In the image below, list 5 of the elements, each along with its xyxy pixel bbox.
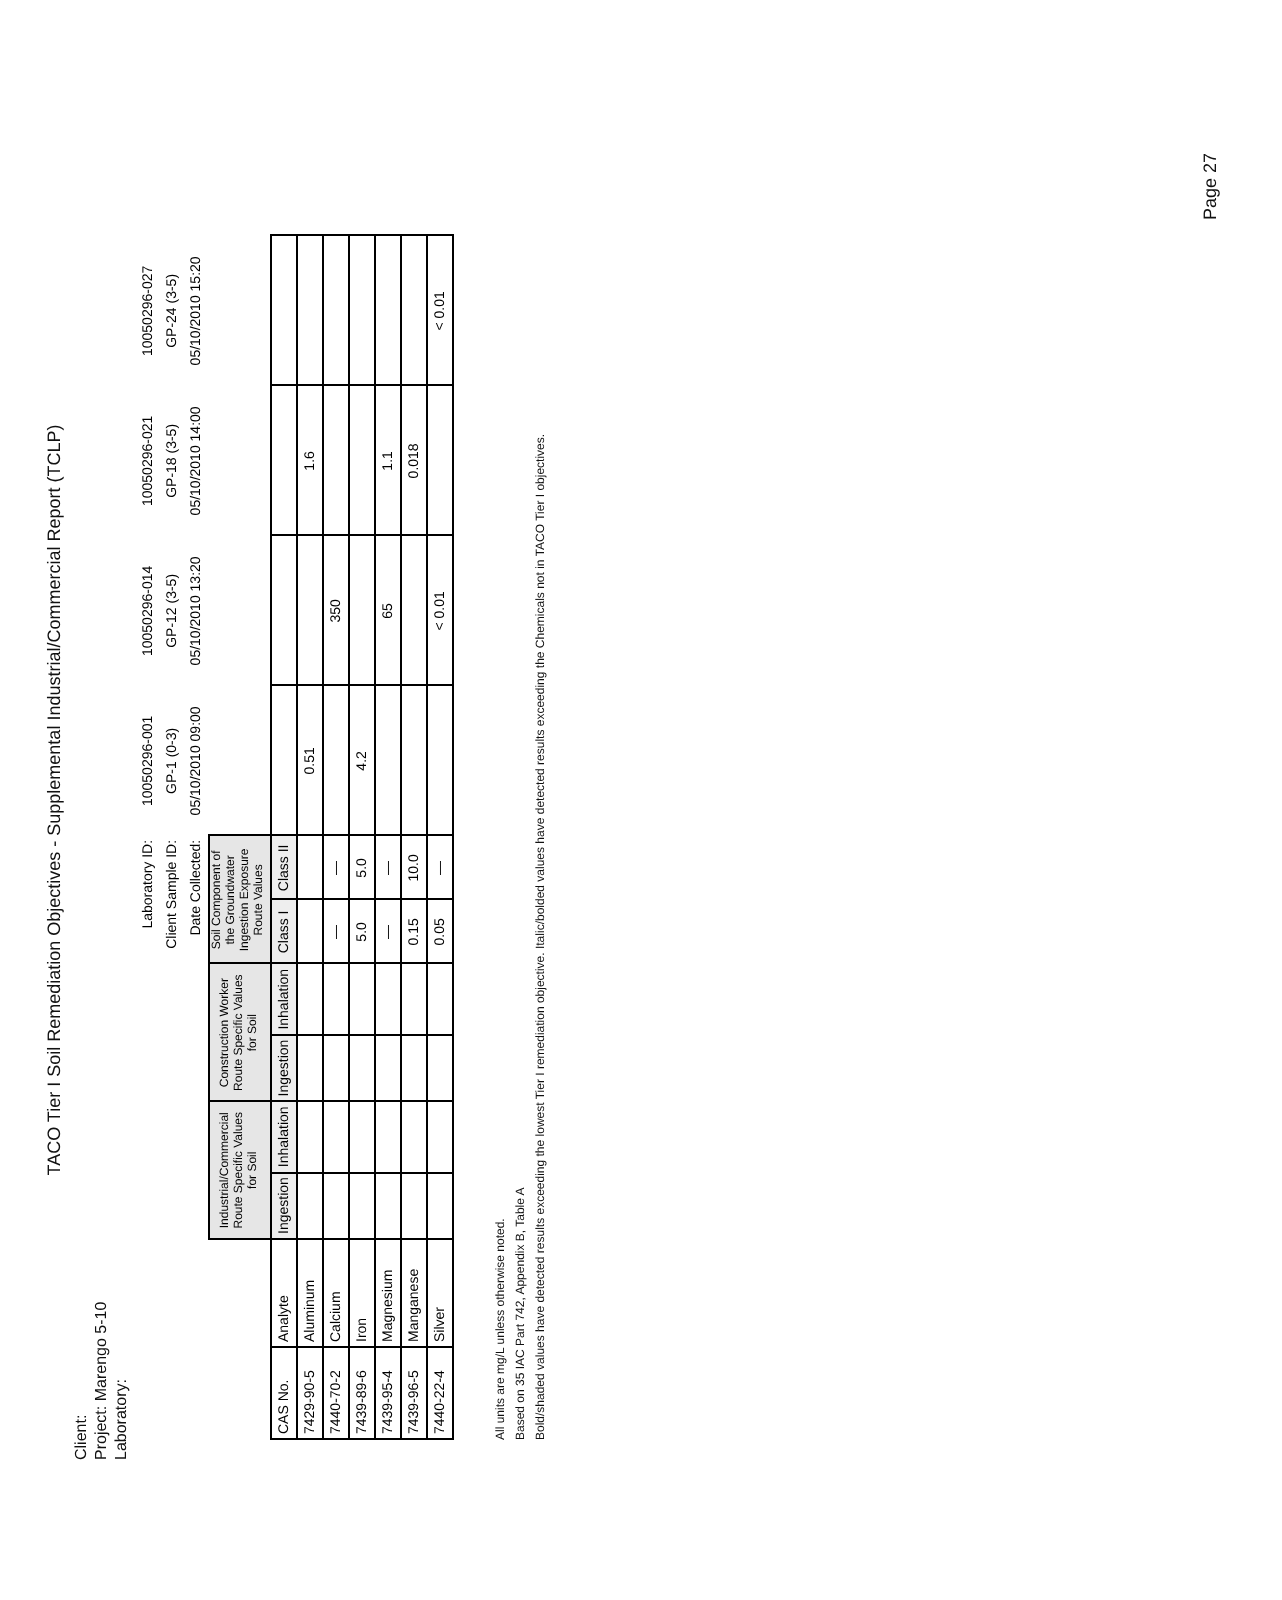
laboratory-label: Laboratory:: [112, 1379, 130, 1460]
page-number: Page 27: [1200, 152, 1220, 220]
project-label: Project: Marengo 5-10: [92, 1301, 110, 1460]
report-title: TACO Tier I Soil Remediation Objectives - Supplemental Industrial/Commercial Report (TCLP): [44, 422, 64, 1180]
client-label: Client:: [72, 1414, 90, 1460]
